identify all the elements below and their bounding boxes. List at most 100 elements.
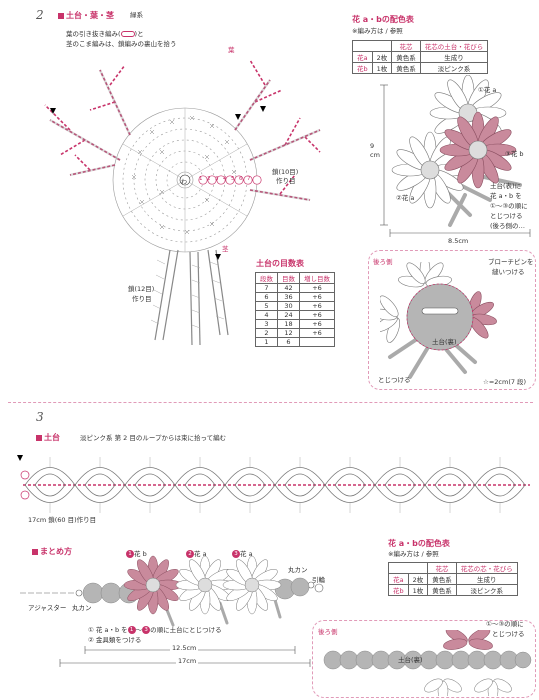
cell: 6 [277, 337, 300, 347]
cell: +6 [299, 319, 335, 329]
header-cell: 花芯の土台・花びら [419, 40, 489, 52]
center-ring-label: わ [181, 179, 188, 186]
header-cell: 目数 [277, 272, 300, 284]
section2-yarn: 緑系 [130, 11, 143, 19]
section2-note-1: 葉の引き抜き編み()と [66, 30, 144, 39]
back-view-bottom-note-2: とじつける [492, 630, 525, 638]
jump-ring-left-label: 丸カン [72, 604, 92, 612]
cell: 42 [277, 283, 300, 293]
cell: 黄色系 [391, 51, 421, 63]
section2-title-text: 土台・葉・茎 [66, 11, 114, 20]
round-number-markers [198, 175, 262, 185]
back-view-box [368, 250, 536, 390]
jump-ring-right-label: 丸カン [288, 566, 308, 574]
header-cell: 花芯の芯・花びら [455, 562, 518, 574]
table-row: 花芯 花芯の土台・花びら [351, 40, 489, 52]
header-cell [387, 562, 429, 574]
assembly-note-2: ② 金具類をつける [88, 636, 142, 644]
dimension-12-5cm: 12.5cm [170, 644, 199, 653]
strap-crochet-diagram [17, 455, 530, 513]
start-marker-icon [17, 455, 23, 461]
note-text: 〜 [135, 626, 143, 634]
back-view-note-1: ブローチピンを [488, 258, 534, 266]
stem-label: 茎 [222, 245, 229, 253]
cell: 6 [255, 292, 278, 302]
flower-name: 花 a [240, 550, 253, 558]
section-number-3: 3 [36, 410, 44, 424]
round-4: 4 [223, 176, 231, 182]
color-table-top-note: ※編み方は / 参照 [352, 27, 403, 35]
cell: 2枚 [371, 51, 393, 63]
cell: 黄色系 [391, 62, 421, 74]
cell: 1 [255, 337, 278, 347]
cell [299, 337, 335, 347]
color-table-bottom-note: ※編み方は / 参照 [388, 550, 439, 558]
color-table-top-title: 花 a・bの配色表 [352, 15, 414, 24]
note-text-a: 葉の引き抜き編み( [66, 30, 121, 38]
cell: +6 [299, 292, 335, 302]
clasp-label: 引輪 [312, 576, 325, 584]
brooch-pin-icon [421, 307, 459, 315]
cell: 18 [277, 319, 300, 329]
header-cell: 花芯 [427, 562, 457, 574]
back-view-bottom-illustration [323, 630, 532, 696]
header-cell [351, 40, 393, 52]
back-view-base-label: 土台(裏) [432, 338, 457, 346]
number-badge: 1 [126, 550, 134, 558]
leaf-label: 葉 [228, 46, 235, 54]
cell: 1枚 [407, 584, 429, 596]
table-row: 花芯 花芯の芯・花びら [387, 562, 518, 574]
slip-stitch-symbol-icon [120, 31, 135, 37]
bullet-icon [58, 12, 64, 19]
header-cell: 花芯 [391, 40, 421, 52]
flower-label-1a: ①花 a [478, 86, 497, 94]
dimension-17cm: 17cm [176, 657, 199, 666]
cell: 12 [277, 328, 300, 338]
section-number-2: 2 [36, 8, 44, 22]
flower-name: 花 a [194, 550, 207, 558]
cell: 7 [255, 283, 278, 293]
round-5: 5 [231, 176, 239, 182]
chain10-label-2: 作り目 [276, 177, 296, 185]
cell: +6 [299, 301, 335, 311]
flower-note-5: (後ろ側の… [490, 222, 526, 230]
cell: 4 [255, 310, 278, 320]
cell: 花a [388, 573, 409, 585]
cell: 淡ピンク系 [419, 62, 489, 74]
cell: 36 [277, 292, 300, 302]
flower-note-1: 土台(表)に [490, 182, 522, 190]
table-row: 段数 目数 増し目数 [255, 272, 335, 284]
bullet-icon [36, 434, 42, 441]
header-cell: 増し目数 [299, 272, 335, 284]
cell: 1枚 [371, 62, 393, 74]
cell: 5 [255, 301, 278, 311]
cell: +6 [299, 328, 335, 338]
flower-brooch-illustration [380, 75, 531, 237]
assembly-title: まとめ方 [32, 546, 72, 557]
back-view-illustration [380, 262, 497, 379]
chain12-label-2: 作り目 [132, 295, 152, 303]
cell: 黄色系 [427, 584, 457, 596]
section-divider [8, 402, 533, 403]
bullet-icon [32, 548, 38, 555]
cell: 2枚 [407, 573, 429, 585]
adjuster-label: アジャスター [28, 604, 67, 612]
flower-note-3: ①〜③の順に [490, 202, 528, 210]
cell: 花a [352, 51, 373, 63]
round-numbers: 1234567 [199, 176, 255, 182]
cell: 24 [277, 310, 300, 320]
cell: 2 [255, 328, 278, 338]
